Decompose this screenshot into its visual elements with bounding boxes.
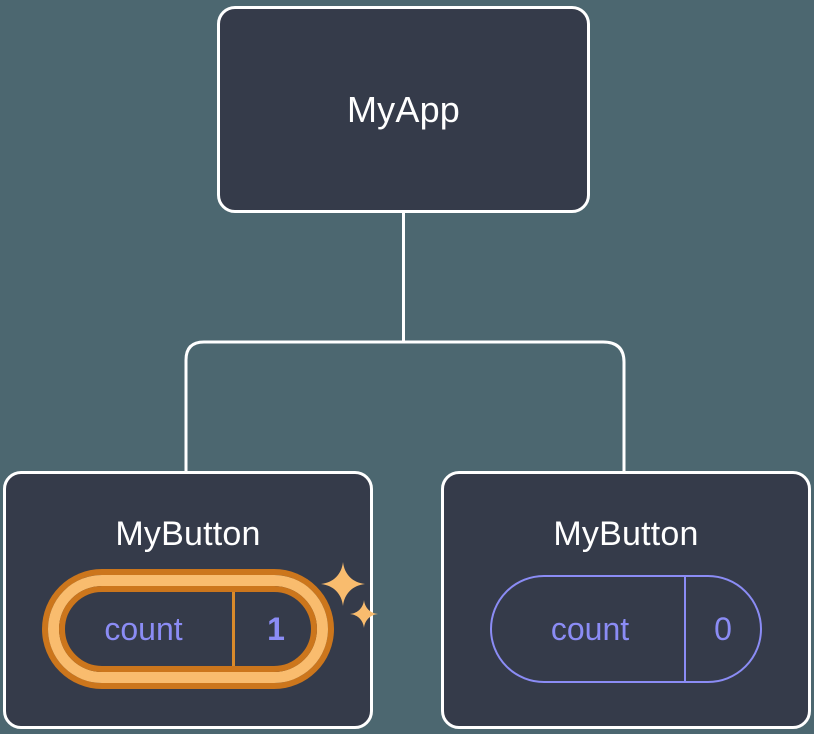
node-mybutton-1-title: MyButton [115, 515, 261, 553]
state-value-1: 1 [232, 586, 317, 672]
state-wrap-2: count 0 [444, 575, 808, 683]
node-mybutton-2[interactable]: MyButton count 0 [441, 471, 811, 729]
state-pill-count-2[interactable]: count 0 [490, 575, 762, 683]
state-key-2: count [550, 610, 630, 647]
node-myapp[interactable]: MyApp [217, 6, 590, 213]
state-key-1: count [104, 610, 183, 647]
state-pill-count-1[interactable]: count 1 [48, 575, 328, 683]
state-wrap-1: count 1 [6, 575, 370, 683]
node-mybutton-1[interactable]: MyButton count 1 [3, 471, 378, 729]
node-mybutton-2-title: MyButton [553, 515, 699, 553]
edge-branch-bar [184, 340, 626, 471]
node-myapp-title: MyApp [346, 88, 461, 130]
state-value-2: 0 [684, 577, 760, 681]
